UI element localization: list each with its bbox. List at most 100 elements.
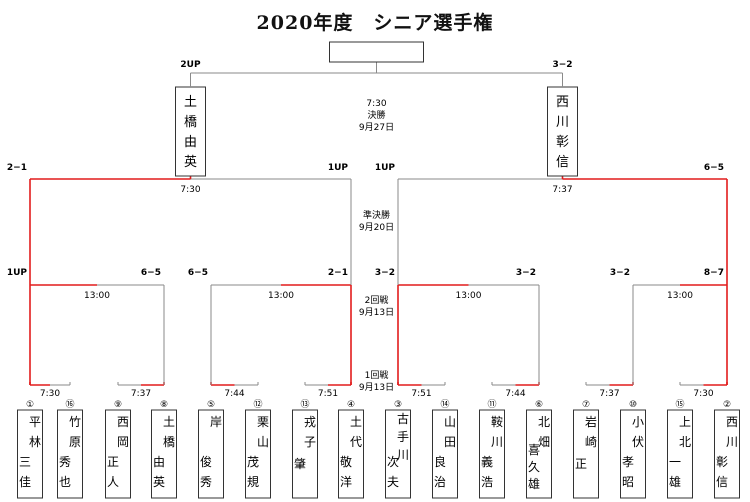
r2-time: 13:00 <box>456 291 482 301</box>
player-name-char: 手 <box>397 430 409 444</box>
player-name-char: 雄 <box>528 476 540 491</box>
score-label: 2UP <box>180 60 201 70</box>
seed-label: ④ <box>347 400 355 410</box>
round-label-final: 9月27日 <box>359 122 394 133</box>
player-name-char: 肇 <box>294 456 306 471</box>
round-label-semi: 9月20日 <box>359 222 394 233</box>
round-label-r2: 9月13日 <box>359 307 394 318</box>
player-name-char: 川 <box>491 435 503 449</box>
player-name-char: 昭 <box>622 475 634 489</box>
player-name-char: 信 <box>716 475 728 489</box>
r1-time: 7:30 <box>693 389 713 399</box>
score-label: 1UP <box>7 268 28 278</box>
score-label: 2−1 <box>7 163 27 173</box>
finalist-box <box>175 86 206 177</box>
round-label-final: 決勝 <box>367 109 385 121</box>
player-name-char: 規 <box>247 474 259 489</box>
r2-time: 13:00 <box>667 291 693 301</box>
r1-time: 7:37 <box>131 389 151 399</box>
finalist-name-char: 西 <box>556 95 569 110</box>
player-name-char: 西 <box>117 415 129 429</box>
player-box <box>17 409 43 499</box>
player-name-char: 川 <box>726 435 738 449</box>
finalist-name-char: 英 <box>184 155 197 170</box>
player-box <box>714 409 740 499</box>
seed-label: ⑧ <box>160 400 168 410</box>
player-name-char: 俊 <box>200 454 212 469</box>
finalist-name-char: 土 <box>184 95 197 110</box>
score-label: 1UP <box>328 163 349 173</box>
player-box <box>526 409 552 499</box>
seed-label: ⑦ <box>582 400 590 410</box>
r2-time: 13:00 <box>84 291 110 301</box>
player-box <box>292 409 318 499</box>
player-name-char: 也 <box>59 475 71 489</box>
score-label: 1UP <box>375 163 396 173</box>
player-box <box>385 409 411 499</box>
r1-time: 7:51 <box>318 389 338 399</box>
player-name-char: 原 <box>69 435 81 449</box>
seed-label: ⑮ <box>675 399 684 410</box>
player-name-char: 雄 <box>669 474 681 489</box>
r1-time: 7:51 <box>411 389 431 399</box>
semi-time: 7:30 <box>180 185 200 195</box>
player-box <box>667 409 693 499</box>
player-name-char: 川 <box>397 448 409 462</box>
player-box <box>105 409 131 499</box>
player-name-char: 夫 <box>387 475 399 489</box>
finalist-name-char: 川 <box>556 115 569 130</box>
player-name-char: 土 <box>163 415 175 429</box>
semi-time: 7:37 <box>552 185 572 195</box>
seed-label: ⑩ <box>629 400 637 410</box>
finalist-name-char: 彰 <box>556 134 569 150</box>
player-box <box>432 409 458 499</box>
player-name-char: 岸 <box>210 415 222 429</box>
score-label: 6−5 <box>704 163 724 173</box>
player-name-char: 一 <box>669 455 681 469</box>
player-name-char: 彰 <box>716 454 728 469</box>
player-name-char: 秀 <box>59 455 71 469</box>
player-name-char: 代 <box>350 435 362 449</box>
player-name-char: 孝 <box>622 455 634 469</box>
seed-label: ③ <box>394 400 402 410</box>
r1-time: 7:44 <box>224 389 244 399</box>
seed-label: ② <box>723 400 731 410</box>
player-name-char: 良 <box>434 454 446 469</box>
player-name-char: 戎 <box>304 415 316 429</box>
r1-time: 7:44 <box>505 389 525 399</box>
player-name-char: 北 <box>679 435 691 449</box>
player-name-char: 畑 <box>538 435 550 449</box>
seed-label: ① <box>26 400 34 410</box>
player-box <box>151 409 177 499</box>
r2-time: 13:00 <box>268 291 294 301</box>
player-name-char: 義 <box>481 454 493 469</box>
seed-label: ⑯ <box>65 399 74 410</box>
player-name-char: 鞍 <box>491 414 503 429</box>
player-name-char: 栗 <box>257 415 269 429</box>
player-name-char: 敬 <box>340 455 352 469</box>
score-label: 3−2 <box>375 268 395 278</box>
score-label: 2−1 <box>328 268 348 278</box>
player-name-char: 土 <box>350 415 362 429</box>
round-label-r1: 9月13日 <box>359 382 394 393</box>
player-name-char: 伏 <box>632 435 644 449</box>
r1-time: 7:30 <box>40 389 60 399</box>
player-name-char: 岡 <box>117 435 129 449</box>
player-name-char: 茂 <box>247 455 259 469</box>
player-box <box>479 409 505 499</box>
player-box <box>198 409 224 499</box>
player-name-char: 洋 <box>340 474 352 489</box>
seed-label: ⑭ <box>440 399 449 410</box>
player-box <box>620 409 646 499</box>
player-name-char: 山 <box>257 435 269 449</box>
score-label: 6−5 <box>188 268 208 278</box>
score-label: 3−2 <box>516 268 536 278</box>
seed-label: ⑪ <box>487 399 496 410</box>
player-name-char: 平 <box>29 415 41 429</box>
seed-label: ⑥ <box>535 400 543 410</box>
player-name-char: 竹 <box>69 415 81 429</box>
player-name-char: 次 <box>387 455 399 469</box>
player-name-char: 久 <box>528 460 540 474</box>
finalist-name-char: 橋 <box>184 115 197 130</box>
